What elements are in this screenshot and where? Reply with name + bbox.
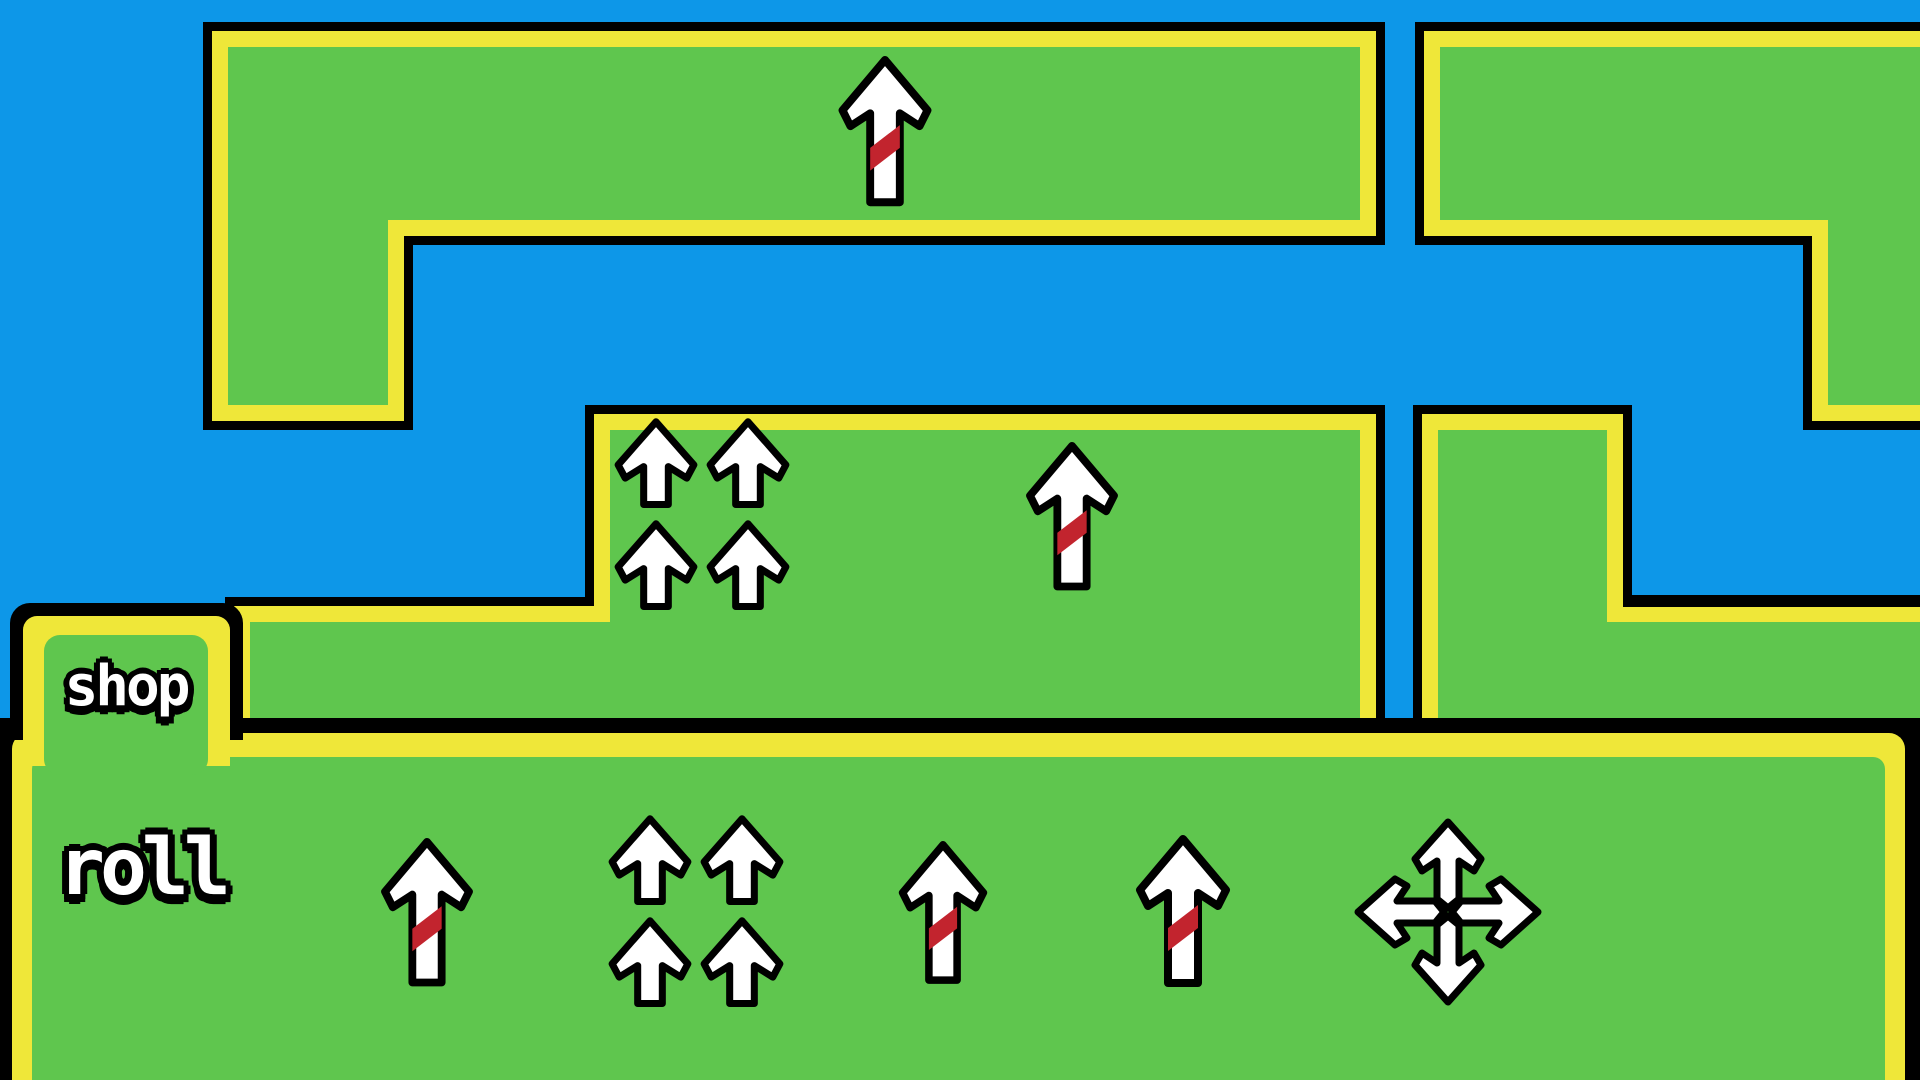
shop-item-up-arrow-striped-icon[interactable] <box>896 836 990 1002</box>
quad-up-arrow-icon[interactable] <box>612 415 796 617</box>
up-arrow-striped-icon[interactable] <box>835 54 935 222</box>
shop-item-up-arrow-striped-icon[interactable] <box>378 836 476 1002</box>
shop-item-four-way-arrow-icon[interactable] <box>1348 812 1548 1012</box>
up-arrow-striped-icon[interactable] <box>1020 440 1124 606</box>
shop-item-up-arrow-striped-icon[interactable] <box>1132 833 1234 1003</box>
shop-tab-plate <box>44 635 208 775</box>
shop-tab-label[interactable]: shop <box>64 653 191 719</box>
roll-button[interactable]: roll <box>58 823 231 913</box>
shop-item-quad-up-arrow-icon[interactable] <box>606 812 790 1014</box>
